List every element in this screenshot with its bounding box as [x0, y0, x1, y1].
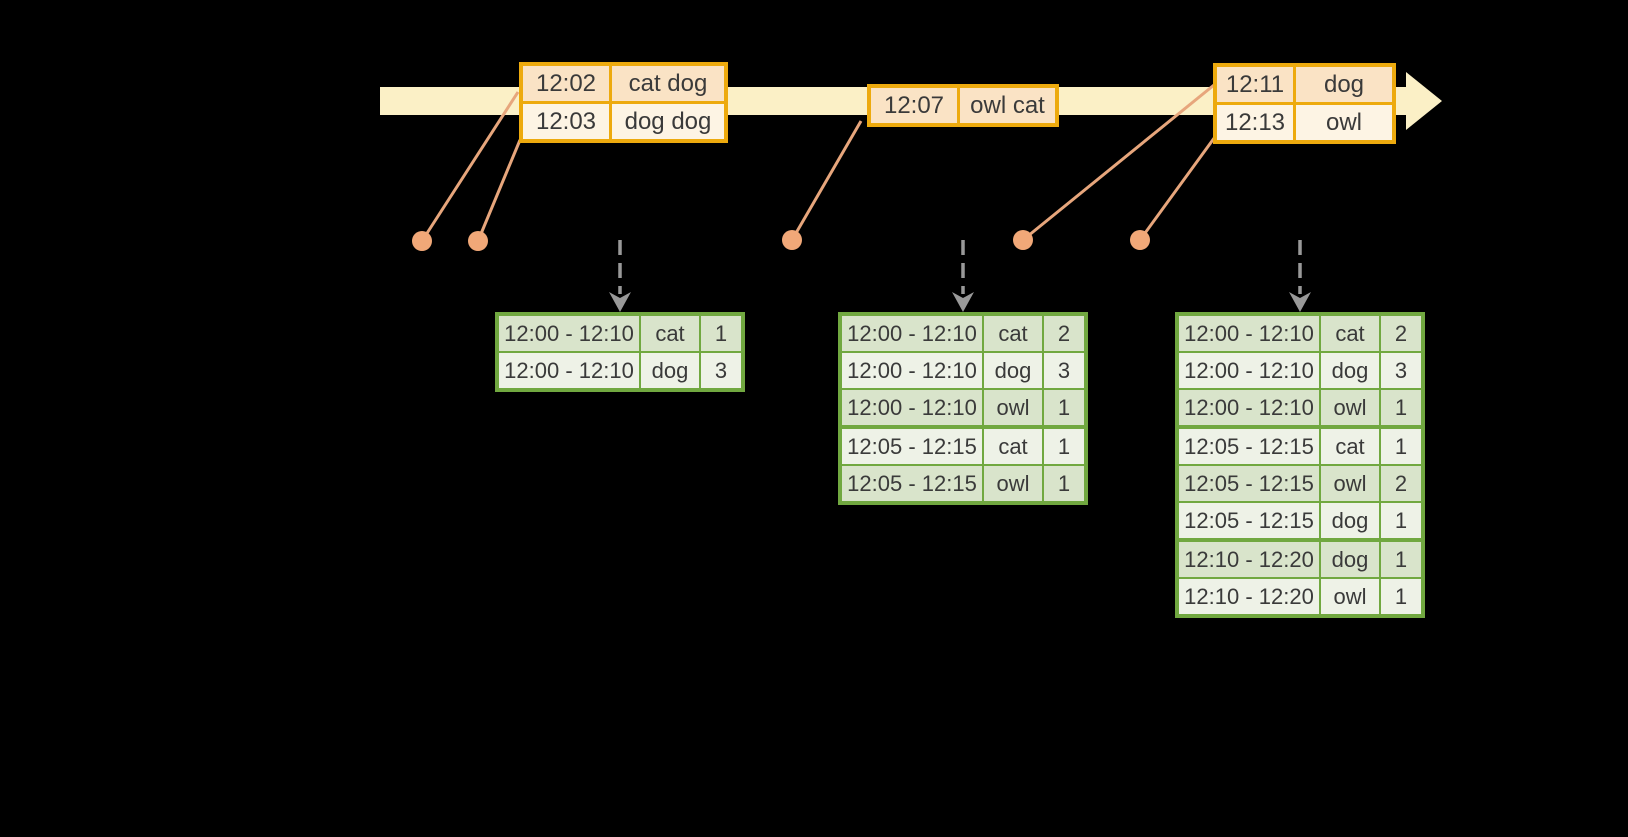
event-connector-line [420, 91, 520, 242]
result-count-cell: 2 [1044, 316, 1084, 351]
result-count-cell: 3 [1044, 353, 1084, 388]
result-window-cell: 12:00 - 12:10 [499, 353, 639, 388]
result-count-cell: 1 [1044, 466, 1084, 501]
result-window-cell: 12:05 - 12:15 [842, 466, 982, 501]
result-window-cell: 12:00 - 12:10 [1179, 316, 1319, 351]
event-time-cell: 12:07 [871, 88, 957, 123]
result-word-cell: dog [641, 353, 699, 388]
result-window-cell: 12:10 - 12:20 [1179, 579, 1319, 614]
result-count-cell: 1 [701, 316, 741, 351]
event-dot-icon [1130, 230, 1150, 250]
result-window-cell: 12:00 - 12:10 [842, 316, 982, 351]
result-word-cell: dog [1321, 542, 1379, 577]
event-time-cell: 12:03 [523, 104, 609, 139]
event-time-cell: 12:11 [1217, 67, 1293, 102]
event-connector-line [790, 120, 863, 241]
result-word-cell: owl [984, 466, 1042, 501]
result-word-cell: owl [984, 390, 1042, 425]
result-count-cell: 1 [1381, 390, 1421, 425]
result-window-cell: 12:05 - 12:15 [1179, 429, 1319, 464]
result-window-cell: 12:00 - 12:10 [842, 390, 982, 425]
event-connector-line [476, 139, 522, 242]
result-word-cell: cat [641, 316, 699, 351]
result-word-cell: owl [1321, 390, 1379, 425]
event-time-cell: 12:02 [523, 66, 609, 101]
result-window-cell: 12:00 - 12:10 [1179, 390, 1319, 425]
result-window-cell: 12:10 - 12:20 [1179, 542, 1319, 577]
result-count-cell: 1 [1381, 579, 1421, 614]
down-arrowhead-icon [609, 292, 631, 312]
event-words-cell: dog [1296, 67, 1392, 102]
timeline-arrowhead-icon [1406, 72, 1442, 130]
result-window-cell: 12:00 - 12:10 [499, 316, 639, 351]
result-count-cell: 1 [1044, 390, 1084, 425]
event-time-cell: 12:13 [1217, 105, 1293, 140]
event-dot-icon [782, 230, 802, 250]
result-word-cell: cat [984, 316, 1042, 351]
result-word-cell: cat [1321, 429, 1379, 464]
event-connector-line [1138, 129, 1222, 241]
result-word-cell: dog [1321, 353, 1379, 388]
event-words-cell: dog dog [612, 104, 724, 139]
down-arrowhead-icon [1289, 292, 1311, 312]
event-words-cell: owl [1296, 105, 1392, 140]
result-word-cell: dog [984, 353, 1042, 388]
result-window-cell: 12:05 - 12:15 [1179, 503, 1319, 538]
event-words-cell: cat dog [612, 66, 724, 101]
result-count-cell: 1 [1381, 503, 1421, 538]
event-words-cell: owl cat [960, 88, 1055, 123]
result-count-cell: 1 [1381, 429, 1421, 464]
event-dot-icon [468, 231, 488, 251]
event-dot-icon [412, 231, 432, 251]
event-connector-line [1022, 83, 1215, 242]
result-count-cell: 2 [1381, 316, 1421, 351]
result-count-cell: 3 [1381, 353, 1421, 388]
result-word-cell: dog [1321, 503, 1379, 538]
result-count-cell: 2 [1381, 466, 1421, 501]
result-word-cell: owl [1321, 579, 1379, 614]
result-word-cell: cat [1321, 316, 1379, 351]
result-window-cell: 12:05 - 12:15 [842, 429, 982, 464]
result-word-cell: owl [1321, 466, 1379, 501]
result-count-cell: 1 [1381, 542, 1421, 577]
result-window-cell: 12:05 - 12:15 [1179, 466, 1319, 501]
event-dot-icon [1013, 230, 1033, 250]
result-word-cell: cat [984, 429, 1042, 464]
result-window-cell: 12:00 - 12:10 [1179, 353, 1319, 388]
result-window-cell: 12:00 - 12:10 [842, 353, 982, 388]
result-count-cell: 1 [1044, 429, 1084, 464]
down-arrowhead-icon [952, 292, 974, 312]
result-count-cell: 3 [701, 353, 741, 388]
